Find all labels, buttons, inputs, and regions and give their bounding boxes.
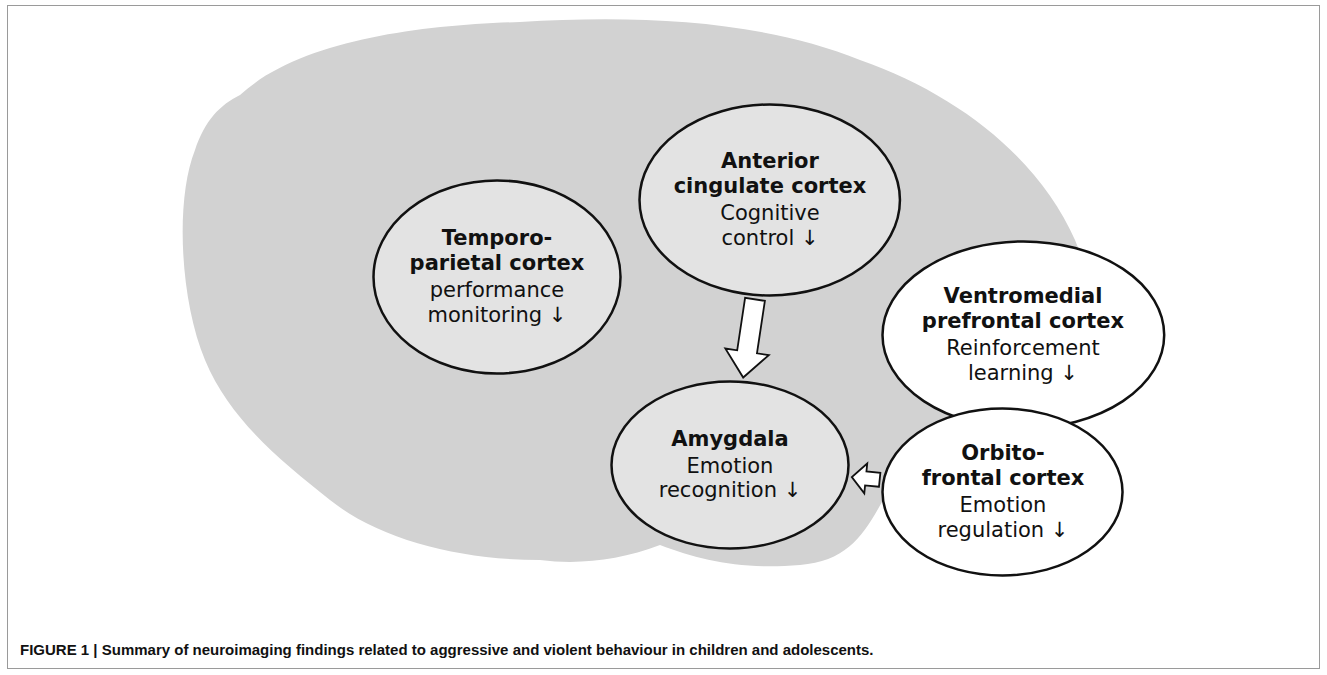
- region-name: Orbito- frontal cortex: [919, 441, 1087, 491]
- region-function: Emotion recognition ↓: [650, 454, 810, 504]
- region-function: Cognitive control ↓: [695, 201, 845, 251]
- region-name: Temporo- parietal cortex: [402, 226, 592, 276]
- region-circle: Anterior cingulate cortexCognitive contr…: [638, 103, 901, 297]
- region-outline: [372, 179, 622, 375]
- region-name: Amygdala: [671, 427, 788, 452]
- figure-frame: [8, 6, 1320, 669]
- region-outline: [881, 407, 1124, 577]
- region-name: Ventromedial prefrontal cortex: [915, 284, 1130, 334]
- figure-caption: FIGURE 1 | Summary of neuroimaging findi…: [20, 641, 874, 659]
- region-circle: Orbito- frontal cortexEmotion regulation…: [881, 407, 1124, 577]
- region-circle: Temporo- parietal cortexperformance moni…: [372, 179, 622, 375]
- influence-arrow: [725, 298, 769, 378]
- region-circle: AmygdalaEmotion recognition ↓: [610, 380, 850, 550]
- region-outline: [638, 103, 901, 297]
- region-function: performance monitoring ↓: [422, 278, 572, 328]
- region-circle: Ventromedial prefrontal cortexReinforcem…: [881, 240, 1166, 430]
- region-outline: [881, 240, 1166, 430]
- region-name: Anterior cingulate cortex: [670, 149, 870, 199]
- region-function: Emotion regulation ↓: [928, 493, 1078, 543]
- region-function: Reinforcement learning ↓: [938, 336, 1108, 386]
- influence-arrow: [852, 464, 881, 494]
